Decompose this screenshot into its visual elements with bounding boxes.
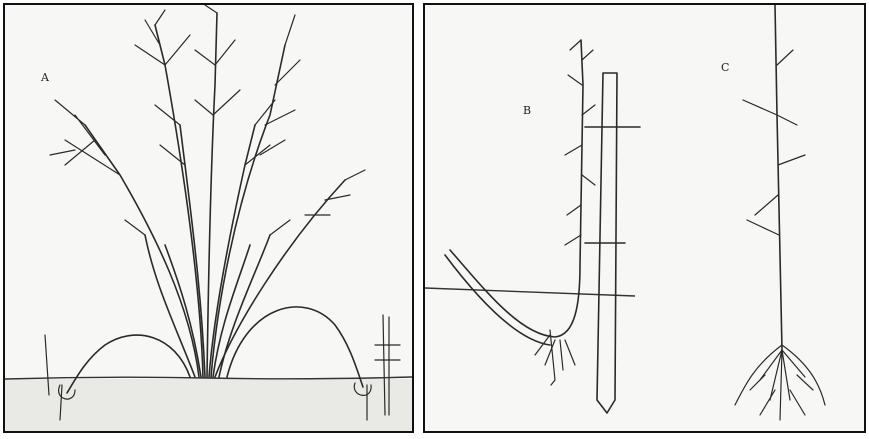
shoot-b-buds: [565, 40, 595, 245]
shoot-b: [445, 40, 583, 345]
roots-c: [735, 345, 825, 420]
layering-drawing: [425, 5, 864, 431]
stake: [585, 73, 640, 413]
plant-c: [775, 5, 782, 350]
plant-c-branches: [743, 50, 805, 235]
central-stems: [85, 13, 345, 377]
side-branches: [50, 5, 365, 235]
roots-b: [535, 330, 575, 385]
bush-drawing: [5, 5, 412, 431]
panel-left: A: [3, 3, 414, 433]
soil-area: [5, 379, 412, 431]
panel-right: B C: [423, 3, 866, 433]
ground-line-b: [425, 288, 635, 296]
